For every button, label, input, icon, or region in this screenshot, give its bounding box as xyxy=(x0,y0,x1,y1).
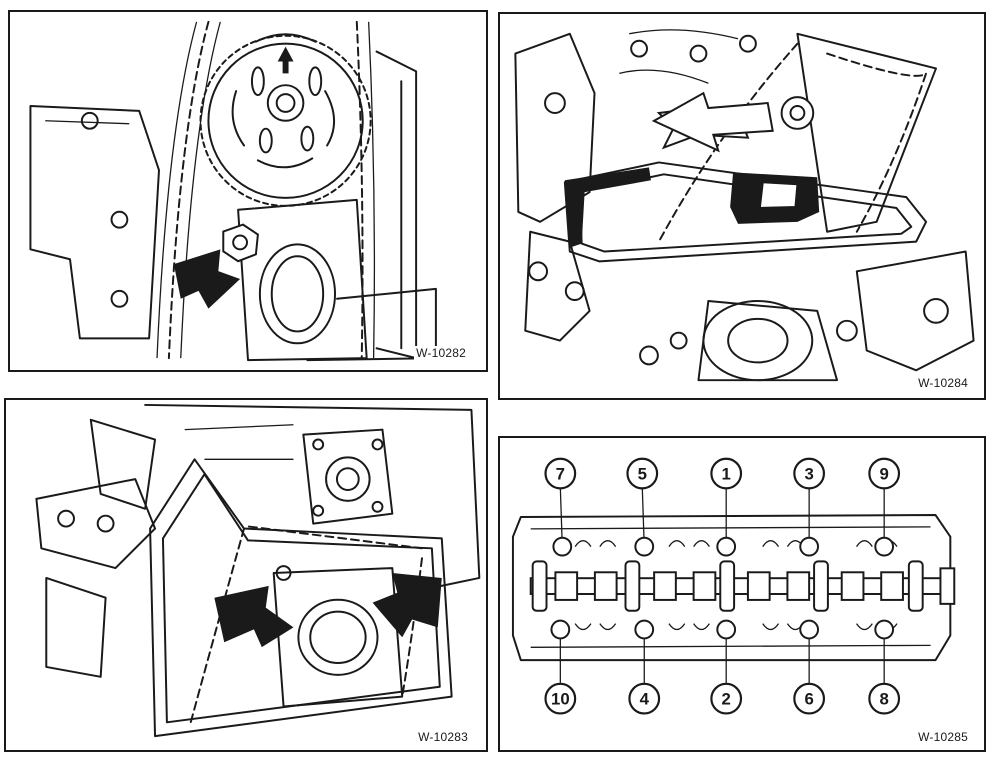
svg-text:9: 9 xyxy=(880,464,889,483)
svg-text:6: 6 xyxy=(804,690,813,709)
figure-panel-2: W-10284 xyxy=(498,12,986,400)
svg-text:3: 3 xyxy=(804,464,813,483)
figure-code: W-10285 xyxy=(916,730,970,744)
figure-panel-1: W-10282 xyxy=(8,10,488,372)
bolt-callout-bottom-1: 10 xyxy=(544,682,577,715)
figure-panel-3: W-10283 xyxy=(4,398,488,752)
bolt-callout-bottom-3: 2 xyxy=(710,682,743,715)
engine-illustration-sprocket xyxy=(29,20,437,362)
figure-panel-4: 7 5 1 3 9 10 4 2 xyxy=(498,436,986,752)
svg-text:4: 4 xyxy=(640,690,650,709)
figure-code: W-10284 xyxy=(916,376,970,390)
figure-code: W-10283 xyxy=(416,730,470,744)
svg-text:10: 10 xyxy=(551,690,570,709)
figure-code: W-10282 xyxy=(414,346,468,360)
bolt-callout-bottom-5: 8 xyxy=(868,682,901,715)
svg-text:7: 7 xyxy=(556,464,565,483)
cylinder-head-bolt-sequence: 7 5 1 3 9 10 4 2 xyxy=(511,457,956,715)
engine-illustration-oil-pan xyxy=(35,403,481,738)
bolt-callout-top-3: 1 xyxy=(710,457,743,490)
bolt-callout-top-5: 9 xyxy=(868,457,901,490)
svg-text:1: 1 xyxy=(722,464,731,483)
bolt-callout-bottom-4: 6 xyxy=(793,682,826,715)
engine-illustration-chain-guide xyxy=(514,29,975,382)
svg-text:8: 8 xyxy=(880,690,889,709)
svg-text:2: 2 xyxy=(722,690,731,709)
bolt-callout-bottom-2: 4 xyxy=(628,682,661,715)
bolt-callout-top-1: 7 xyxy=(544,457,577,490)
svg-text:5: 5 xyxy=(638,464,647,483)
bolt-callout-top-2: 5 xyxy=(626,457,659,490)
bolt-callout-top-4: 3 xyxy=(793,457,826,490)
